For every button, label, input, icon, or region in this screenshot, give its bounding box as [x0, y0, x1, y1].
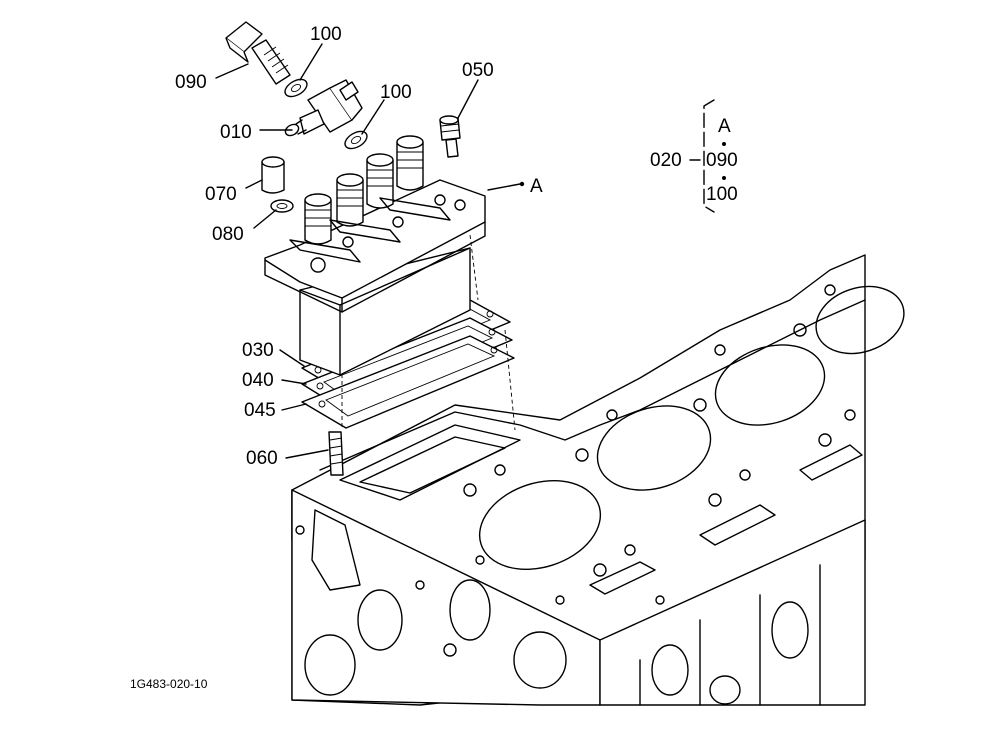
delivery-valve-holders: [304, 135, 424, 245]
gasket-045: [301, 335, 515, 429]
pointer-dot: [519, 181, 525, 187]
banjo-fitting-010: [284, 79, 363, 137]
label-A: A: [530, 176, 543, 197]
injection-pump: [264, 135, 486, 376]
label-100-lower: 100: [380, 82, 412, 103]
label-040: 040: [242, 370, 274, 391]
label-100-upper: 100: [310, 24, 342, 45]
banjo-bolt-090: [225, 21, 291, 85]
label-090: 090: [175, 72, 207, 93]
assembly-item: 100: [706, 184, 738, 205]
separator-dot: [722, 142, 726, 146]
leader-lines: [215, 43, 525, 459]
label-045: 045: [244, 400, 276, 421]
separator-dot: [722, 176, 726, 180]
label-010: 010: [220, 122, 252, 143]
guide-line: [469, 234, 479, 301]
label-050: 050: [462, 60, 494, 81]
stud-060: [328, 360, 344, 476]
vent-screw-050: [439, 115, 461, 158]
washer-hole: [290, 83, 302, 93]
plug-070: [261, 156, 285, 194]
label-080: 080: [212, 224, 244, 245]
assembly-item: 090: [706, 150, 738, 171]
assembly-legend: 020 A 090 100: [650, 99, 738, 213]
label-060: 060: [246, 448, 278, 469]
drawing-reference-code: 1G483-020-10: [130, 677, 208, 691]
assembly-group-label: 020: [650, 150, 682, 171]
washer-080: [270, 199, 294, 213]
assembly-item: A: [718, 116, 731, 137]
label-070: 070: [205, 184, 237, 205]
washer-100-lower: [344, 130, 368, 150]
washer-100-upper: [284, 78, 308, 98]
engine-block: [291, 254, 905, 706]
washer-hole: [350, 135, 362, 145]
label-030: 030: [242, 340, 274, 361]
guide-line: [504, 329, 516, 431]
